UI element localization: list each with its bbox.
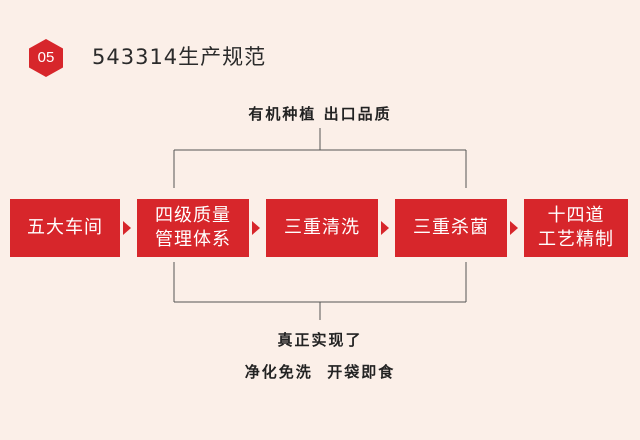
step-box-5: 十四道 工艺精制 (524, 199, 628, 257)
step-5-label-line-1: 十四道 (547, 205, 605, 226)
hexagon-badge-icon (29, 39, 63, 77)
step-number-badge: 05 (26, 38, 66, 78)
badge-number: 05 (37, 49, 55, 66)
bottom-caption-line-2: 净化免洗 开袋即食 (244, 363, 396, 381)
top-caption: 有机种植 出口品质 (248, 105, 392, 123)
bottom-caption-line-1: 真正实现了 (277, 331, 363, 349)
step-box-3: 三重清洗 (266, 199, 378, 257)
step-2-label-line-1: 四级质量 (155, 205, 231, 226)
step-3-label: 三重清洗 (284, 217, 360, 238)
step-1-label: 五大车间 (27, 217, 103, 238)
arrow-right-icon (381, 221, 389, 235)
arrow-right-icon (252, 221, 260, 235)
step-4-label: 三重杀菌 (413, 217, 489, 238)
step-box-2: 四级质量 管理体系 (137, 199, 249, 257)
step-5-label-line-2: 工艺精制 (538, 229, 614, 250)
step-2-label-line-2: 管理体系 (155, 229, 231, 250)
page-title: 543314生产规范 (92, 45, 267, 69)
arrow-right-icon (123, 221, 131, 235)
arrow-right-icon (510, 221, 518, 235)
step-box-1: 五大车间 (10, 199, 120, 257)
step-box-4: 三重杀菌 (395, 199, 507, 257)
